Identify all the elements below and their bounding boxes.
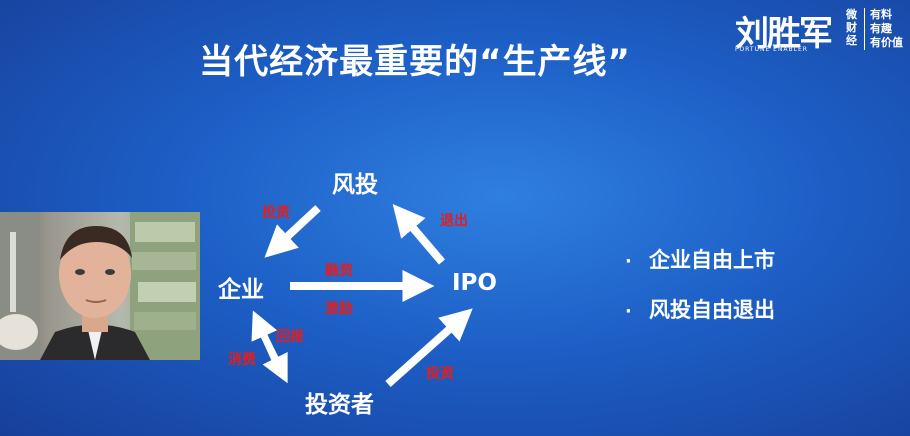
bullet-item: · 风投自由退出 bbox=[625, 294, 775, 324]
node-company: 企业 bbox=[218, 277, 264, 303]
portrait-photo bbox=[0, 212, 200, 360]
logo-tags: 有料 有趣 有价值 bbox=[870, 8, 903, 50]
label-consumption: 消费 bbox=[228, 352, 256, 368]
bullet-dot-icon: · bbox=[625, 301, 632, 322]
bullet-text: 风投自由退出 bbox=[649, 298, 775, 322]
arrow-vc-to-company bbox=[264, 205, 321, 258]
bullet-dot-icon: · bbox=[625, 251, 632, 272]
logo-name: 刘胜军 bbox=[735, 14, 833, 54]
node-ipo: IPO bbox=[452, 270, 497, 296]
label-exit: 退出 bbox=[440, 213, 468, 229]
bullet-item: · 企业自由上市 bbox=[625, 244, 775, 274]
bullet-list: · 企业自由上市 · 风投自由退出 bbox=[625, 244, 775, 344]
node-investor: 投资者 bbox=[305, 392, 374, 418]
logo-tag-3: 有价值 bbox=[870, 36, 903, 49]
label-vc-invest: 投资 bbox=[262, 205, 290, 221]
logo-subtitle: FORTUNE ENABLER bbox=[735, 46, 808, 53]
logo-divider bbox=[864, 8, 865, 50]
page-title: 当代经济最重要的“生产线” bbox=[199, 42, 631, 82]
label-financing: 融资 bbox=[325, 263, 353, 279]
arrow-company-investor-down bbox=[254, 322, 288, 384]
logo-vertical-text: 微财经 bbox=[846, 8, 857, 47]
label-incentive: 激励 bbox=[325, 301, 353, 317]
node-vc: 风投 bbox=[332, 172, 378, 198]
label-return: 回报 bbox=[276, 329, 304, 345]
logo-tag-1: 有料 bbox=[870, 8, 892, 21]
arrow-investor-to-ipo bbox=[385, 308, 473, 387]
arrow-ipo-to-vc bbox=[392, 204, 446, 265]
logo-tag-2: 有趣 bbox=[870, 22, 892, 35]
portrait-illustration bbox=[0, 212, 200, 360]
label-investor-invest: 投资 bbox=[426, 366, 454, 382]
bullet-text: 企业自由上市 bbox=[649, 248, 775, 272]
